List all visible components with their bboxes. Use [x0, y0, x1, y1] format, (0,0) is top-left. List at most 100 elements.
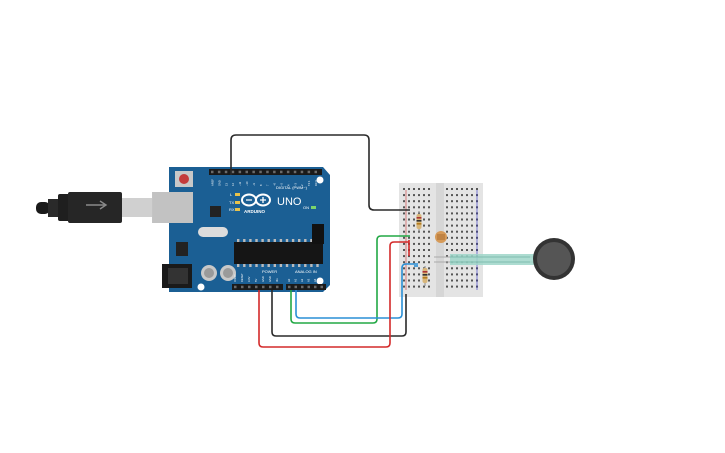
header-pin[interactable] [266, 170, 269, 174]
breadboard-hole[interactable] [446, 218, 448, 221]
breadboard-hole[interactable] [471, 236, 473, 239]
breadboard-hole[interactable] [408, 224, 410, 227]
breadboard-hole[interactable] [423, 224, 425, 227]
breadboard-hole[interactable] [456, 200, 458, 203]
breadboard-hole[interactable] [408, 236, 410, 239]
breadboard-hole[interactable] [461, 236, 463, 239]
header-pin[interactable] [293, 170, 297, 174]
header-pin[interactable] [234, 285, 237, 289]
breadboard-hole[interactable] [413, 230, 415, 233]
breadboard-hole[interactable] [451, 224, 453, 227]
breadboard-hole[interactable] [456, 249, 458, 251]
breadboard-hole[interactable] [456, 267, 458, 270]
breadboard-hole[interactable] [413, 188, 415, 190]
breadboard-hole[interactable] [413, 206, 415, 209]
breadboard-hole[interactable] [451, 267, 453, 270]
breadboard-hole[interactable] [466, 212, 468, 215]
breadboard-hole[interactable] [461, 188, 463, 190]
breadboard-hole[interactable] [408, 206, 410, 209]
breadboard-hole[interactable] [456, 273, 458, 276]
breadboard-hole[interactable] [403, 218, 405, 221]
breadboard-hole[interactable] [428, 279, 430, 282]
header-pin[interactable] [245, 170, 249, 174]
breadboard-hole[interactable] [456, 230, 458, 233]
breadboard-hole[interactable] [466, 230, 468, 233]
analog-header[interactable] [286, 284, 326, 290]
breadboard-hole[interactable] [451, 273, 453, 276]
header-pin[interactable] [314, 285, 317, 289]
breadboard-hole[interactable] [408, 261, 410, 264]
header-pin[interactable] [255, 285, 258, 289]
header-pin[interactable] [286, 170, 290, 174]
breadboard-hole[interactable] [451, 242, 453, 245]
breadboard-hole[interactable] [423, 242, 425, 245]
breadboard-hole[interactable] [418, 279, 420, 282]
breadboard-hole[interactable] [446, 200, 448, 203]
breadboard-hole[interactable] [451, 249, 453, 251]
breadboard-hole[interactable] [403, 194, 405, 197]
breadboard-hole[interactable] [461, 218, 463, 221]
breadboard-hole[interactable] [461, 242, 463, 245]
breadboard-hole[interactable] [418, 242, 420, 245]
breadboard-hole[interactable] [471, 249, 473, 251]
breadboard-hole[interactable] [408, 200, 410, 203]
breadboard-hole[interactable] [466, 236, 468, 239]
breadboard-hole[interactable] [408, 212, 410, 215]
breadboard-hole[interactable] [418, 267, 420, 270]
header-pin[interactable] [262, 285, 265, 289]
breadboard-hole[interactable] [403, 212, 405, 215]
breadboard-hole[interactable] [456, 242, 458, 245]
breadboard-hole[interactable] [428, 206, 430, 209]
breadboard-hole[interactable] [403, 279, 405, 282]
wire-gnd-power[interactable] [271, 290, 407, 337]
breadboard-hole[interactable] [451, 200, 453, 203]
breadboard-hole[interactable] [413, 200, 415, 203]
breadboard-hole[interactable] [466, 285, 468, 288]
breadboard-hole[interactable] [403, 230, 405, 233]
breadboard-hole[interactable] [471, 194, 473, 197]
breadboard-hole[interactable] [456, 236, 458, 239]
breadboard-hole[interactable] [471, 218, 473, 221]
header-pin[interactable] [307, 170, 311, 174]
breadboard-hole[interactable] [451, 230, 453, 233]
breadboard-hole[interactable] [428, 255, 430, 258]
breadboard-hole[interactable] [451, 206, 453, 209]
header-pin[interactable] [300, 170, 304, 174]
breadboard-hole[interactable] [418, 249, 420, 251]
breadboard-hole[interactable] [428, 236, 430, 239]
breadboard-hole[interactable] [403, 273, 405, 276]
breadboard-hole[interactable] [446, 188, 448, 190]
header-pin[interactable] [288, 285, 291, 289]
breadboard-hole[interactable] [461, 206, 463, 209]
breadboard-hole[interactable] [413, 218, 415, 221]
header-pin[interactable] [314, 170, 318, 174]
header-pin[interactable] [211, 170, 214, 174]
breadboard-hole[interactable] [471, 188, 473, 190]
breadboard-hole[interactable] [466, 279, 468, 282]
breadboard-hole[interactable] [403, 242, 405, 245]
breadboard-hole[interactable] [456, 188, 458, 190]
breadboard-hole[interactable] [471, 279, 473, 282]
breadboard-hole[interactable] [456, 279, 458, 282]
breadboard-hole[interactable] [446, 267, 448, 270]
breadboard-hole[interactable] [423, 206, 425, 209]
breadboard-hole[interactable] [461, 230, 463, 233]
breadboard-hole[interactable] [418, 255, 420, 258]
breadboard-hole[interactable] [461, 279, 463, 282]
breadboard-hole[interactable] [451, 279, 453, 282]
breadboard-hole[interactable] [413, 285, 415, 288]
breadboard-hole[interactable] [418, 261, 420, 264]
breadboard-hole[interactable] [403, 224, 405, 227]
breadboard-hole[interactable] [428, 194, 430, 197]
breadboard-hole[interactable] [423, 194, 425, 197]
breadboard-hole[interactable] [471, 224, 473, 227]
breadboard-hole[interactable] [403, 249, 405, 251]
breadboard-hole[interactable] [423, 188, 425, 190]
breadboard-hole[interactable] [403, 267, 405, 270]
breadboard-hole[interactable] [403, 255, 405, 258]
header-pin[interactable] [294, 285, 298, 289]
wire-gnd-top[interactable] [230, 134, 410, 211]
breadboard-hole[interactable] [461, 285, 463, 288]
breadboard-hole[interactable] [408, 218, 410, 221]
breadboard-hole[interactable] [466, 200, 468, 203]
